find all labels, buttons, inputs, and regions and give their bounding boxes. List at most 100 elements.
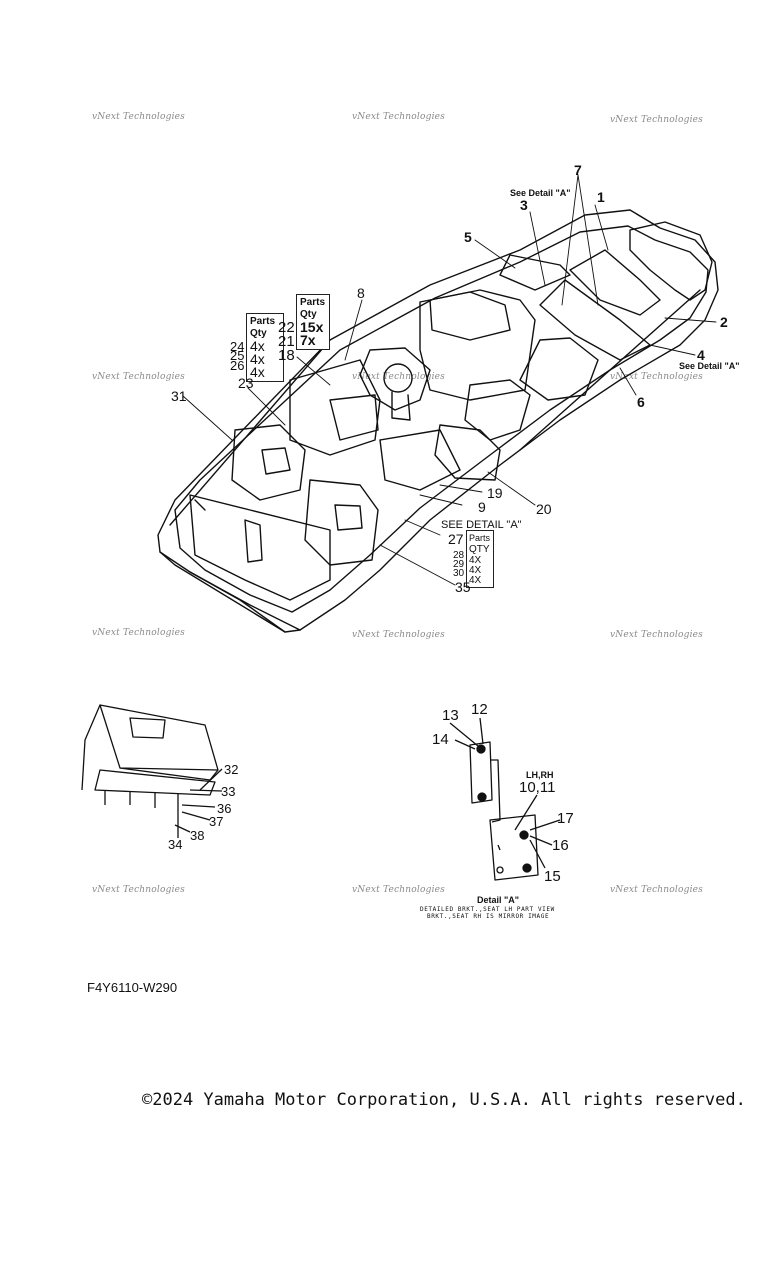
watermark: vNext Technologies — [92, 885, 185, 895]
callout-18: 18 — [278, 347, 295, 364]
watermark-text: vNext Technologies — [92, 372, 186, 382]
watermark: vNext Technologies — [610, 885, 703, 895]
watermark-text: vNext Technologies — [92, 628, 186, 638]
callout-33: 33 — [221, 784, 236, 799]
table-header: Parts — [300, 297, 326, 308]
watermark-text: vNext Technologies — [610, 885, 704, 895]
callout-4: 4 — [697, 347, 705, 363]
callout-13: 13 — [442, 707, 459, 724]
watermark-text: vNext Technologies — [352, 885, 446, 895]
qty-value: 7x — [300, 332, 316, 348]
qty-value: 15x — [300, 319, 324, 335]
see-detail-note: See Detail "A" — [510, 188, 571, 198]
watermark-text: vNext Technologies — [352, 372, 446, 382]
callout-8: 8 — [357, 285, 365, 301]
table-header: Parts — [469, 533, 491, 543]
callout-10-11: 10,11 — [519, 779, 556, 796]
qty-value: 4X — [469, 555, 482, 566]
callout-1: 1 — [597, 189, 605, 205]
callout-23: 23 — [238, 375, 254, 391]
watermark-text: vNext Technologies — [92, 885, 186, 895]
watermark: vNext Technologies — [92, 112, 185, 122]
table-header: Qty — [250, 328, 267, 339]
callout-37: 37 — [209, 814, 224, 829]
callout-32: 32 — [224, 762, 239, 777]
passenger-seat — [464, 379, 531, 441]
watermark: vNext Technologies — [610, 630, 703, 640]
part-number: 28 — [453, 550, 465, 561]
callout-20: 20 — [536, 501, 552, 517]
part-number: 22 — [278, 319, 295, 336]
watermark: vNext Technologies — [610, 115, 703, 125]
hull-inner-rim — [174, 225, 709, 613]
qty-value: 4x — [250, 364, 265, 380]
watermark: vNext Technologies — [352, 112, 445, 122]
part-number: 25 — [230, 348, 245, 363]
see-detail-note: SEE DETAIL "A" — [441, 519, 522, 531]
callout-19: 19 — [487, 485, 503, 501]
callout-31: 31 — [171, 388, 187, 404]
stern-seat-left — [231, 424, 306, 501]
watermark-text: vNext Technologies — [352, 630, 446, 640]
callout-35: 35 — [455, 579, 471, 595]
detail-caption-line1: DETAILED BRKT.,SEAT LH PART VIEW — [420, 906, 555, 913]
watermark: vNext Technologies — [92, 372, 185, 382]
callout-38: 38 — [190, 828, 205, 843]
qty-value: 4X — [469, 565, 482, 576]
console-right — [519, 337, 599, 401]
part-number: 29 — [453, 559, 465, 570]
parts-qty-table-left: Parts Qty 4x 4x 4x — [246, 313, 284, 382]
swim-platform — [189, 494, 331, 601]
callout-16: 16 — [552, 837, 569, 854]
part-number: 30 — [453, 568, 465, 579]
watermark-text: vNext Technologies — [352, 112, 446, 122]
watermark: vNext Technologies — [352, 885, 445, 895]
qty-value: 4X — [469, 575, 482, 586]
copyright-notice: ©2024 Yamaha Motor Corporation, U.S.A. A… — [142, 1090, 746, 1110]
lh-rh-note: LH,RH — [526, 770, 554, 780]
part-number: 26 — [230, 358, 245, 373]
table-header: QTY — [469, 544, 490, 555]
callout-6: 6 — [637, 394, 645, 410]
table-header: Parts — [250, 316, 276, 327]
part-number: 21 — [278, 333, 295, 350]
callout-27: 27 — [448, 531, 464, 547]
figure-code: F4Y6110-W290 — [87, 980, 178, 995]
watermark-text: vNext Technologies — [92, 112, 186, 122]
bow-cover — [629, 221, 713, 301]
callout-7: 7 — [574, 162, 582, 178]
detail-a-label: Detail "A" — [477, 895, 520, 905]
qty-value: 4x — [250, 351, 265, 367]
see-detail-note: See Detail "A" — [679, 361, 740, 371]
callout-17: 17 — [557, 810, 574, 827]
helm-wheel — [359, 347, 431, 411]
detail-caption-line2: BRKT.,SEAT RH IS MIRROR IMAGE — [427, 913, 550, 920]
watermark: vNext Technologies — [352, 630, 445, 640]
part-number: 24 — [230, 339, 245, 354]
callout-2: 2 — [720, 314, 728, 330]
callout-34: 34 — [168, 837, 183, 852]
watermark-text: vNext Technologies — [610, 630, 704, 640]
watermark: vNext Technologies — [610, 372, 703, 382]
callout-12: 12 — [471, 701, 488, 718]
watermark: vNext Technologies — [352, 372, 445, 382]
table-header: Qty — [300, 309, 317, 320]
callout-14: 14 — [432, 731, 449, 748]
callout-9: 9 — [478, 499, 486, 515]
callout-5: 5 — [464, 229, 472, 245]
stern-seat-right — [304, 479, 379, 566]
parts-qty-table-right: Parts QTY 4X 4X 4X — [466, 530, 494, 588]
callout-15: 15 — [544, 868, 561, 885]
cockpit-floor — [289, 359, 381, 456]
callout-36: 36 — [217, 801, 232, 816]
qty-value: 4x — [250, 338, 265, 354]
callout-3: 3 — [520, 197, 528, 213]
rear-seat-back — [434, 424, 501, 481]
parts-qty-table-mid: Parts Qty 15x 7x — [296, 294, 330, 350]
watermark-text: vNext Technologies — [610, 372, 704, 382]
watermark-text: vNext Technologies — [610, 115, 704, 125]
